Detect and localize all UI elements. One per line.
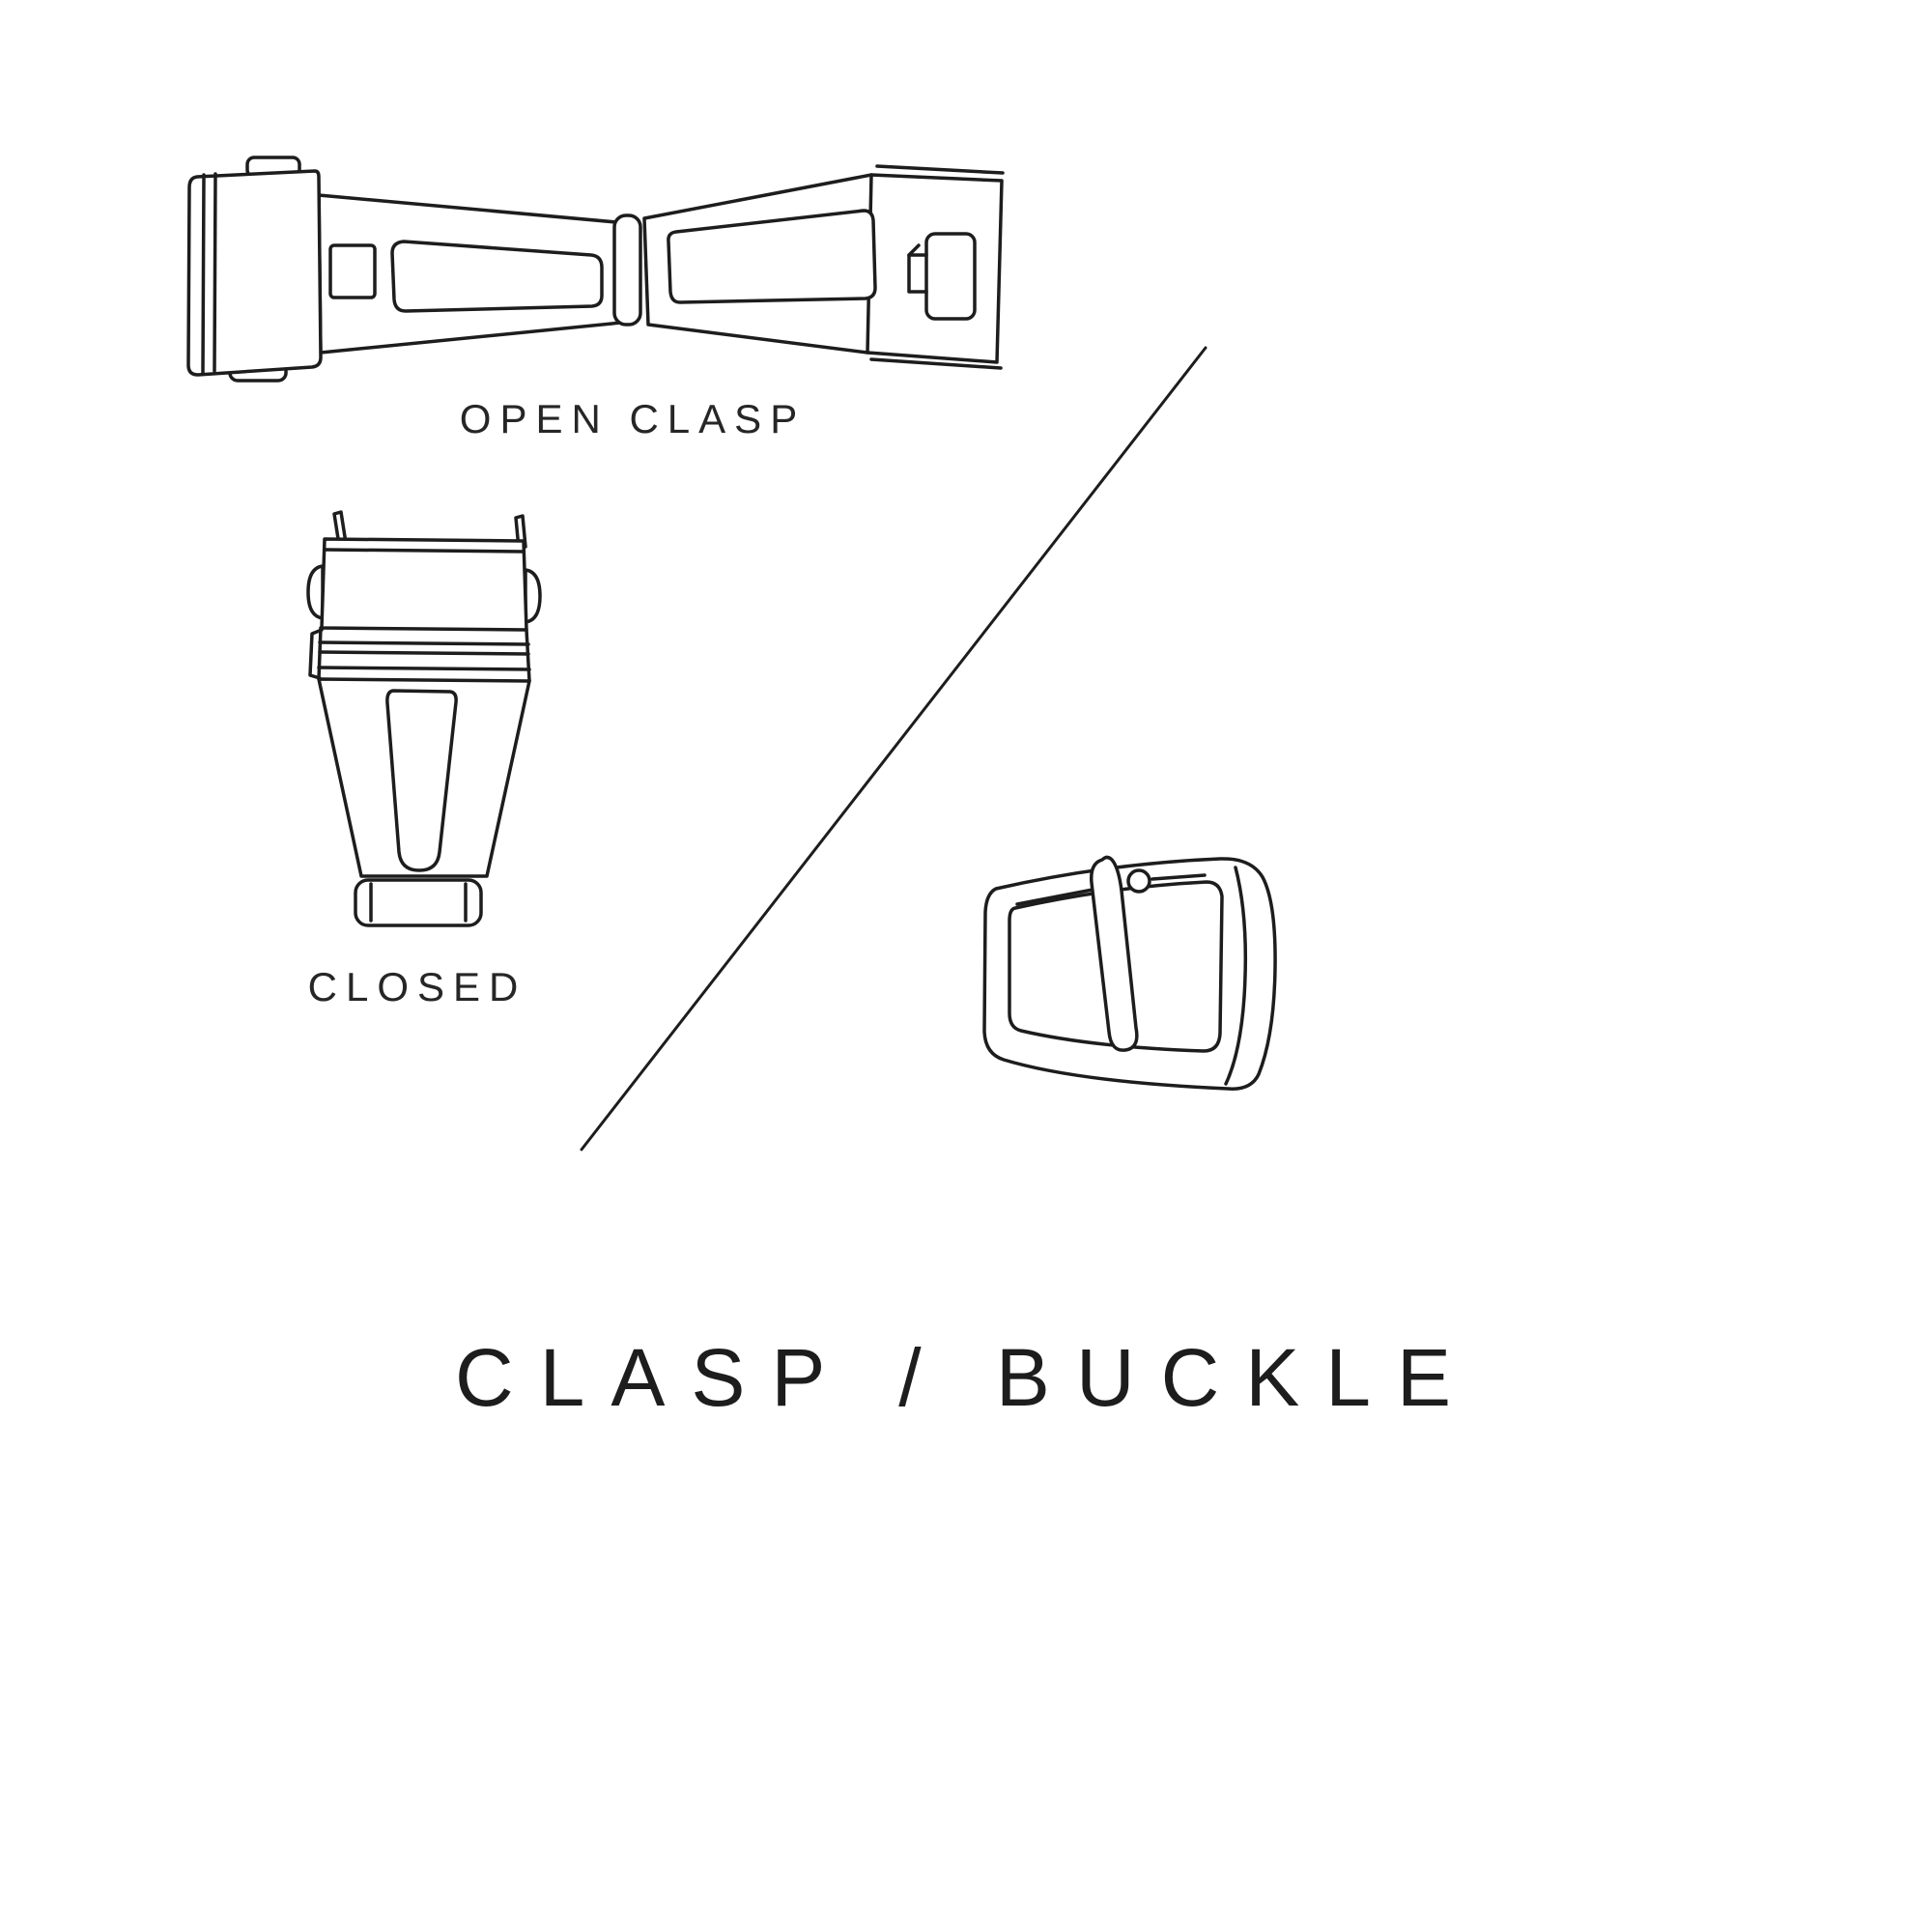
open-clasp-icon (174, 145, 1024, 396)
open-clasp-label: OPEN CLASP (459, 396, 807, 441)
buckle-icon (961, 842, 1290, 1113)
closed-clasp-icon (298, 504, 549, 939)
closed-clasp-label: CLOSED (307, 964, 527, 1009)
divider-line (570, 338, 1217, 1159)
diagram-title: CLASP / BUCKLE (454, 1332, 1478, 1423)
